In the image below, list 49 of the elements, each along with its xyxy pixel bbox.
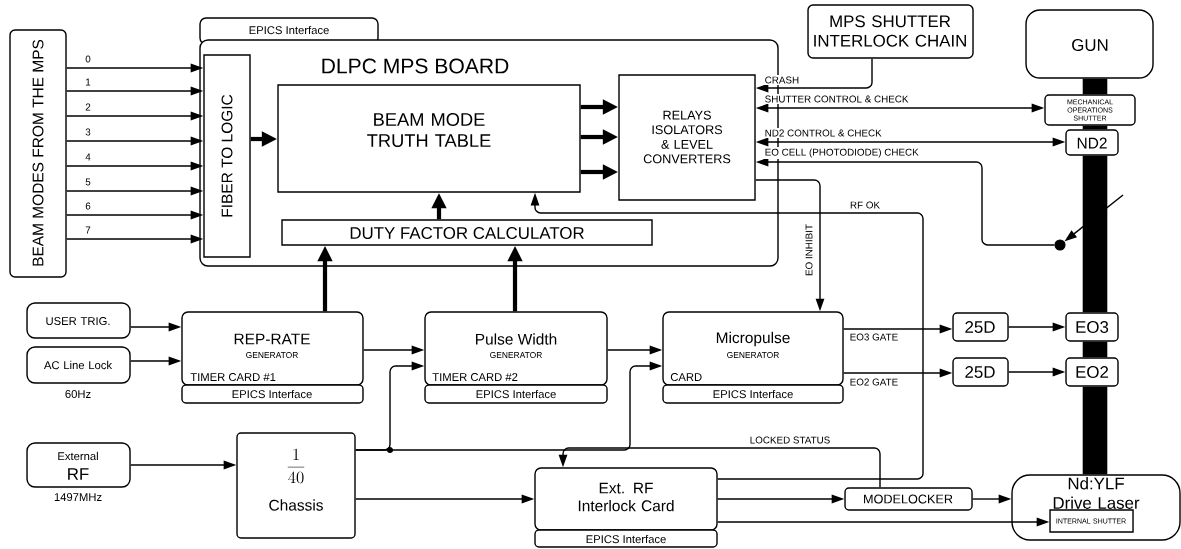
edge-label: ND2 CONTROL & CHECK	[763, 128, 884, 138]
input-box: USER TRIG.	[26, 302, 131, 339]
edge-label: EO3 GATE	[848, 332, 900, 342]
edge-label: 2	[83, 102, 93, 112]
delay-box: 25D	[952, 357, 1009, 387]
edge-label: 7	[83, 225, 93, 235]
interlock-card-box: Ext. RF Interlock Card	[534, 467, 718, 531]
generator-box: Pulse Width GENERATOR TIMER CARD #2	[424, 311, 608, 386]
filter-box: ND2	[1065, 129, 1119, 156]
edge-label: CRASH	[763, 75, 801, 85]
interface-band: EPICS Interface	[424, 384, 608, 404]
laser-beam	[1082, 78, 1108, 95]
gun-box: GUN	[1025, 9, 1154, 79]
edge-label: 6	[83, 201, 93, 211]
edge-label: 5	[83, 177, 93, 187]
node-label: 1497MHz	[54, 493, 102, 501]
calculator-box: DUTY FACTOR CALCULATOR	[281, 219, 653, 246]
interlock-box: MPS SHUTTER INTERLOCK CHAIN	[807, 4, 974, 59]
delay-box: 25D	[952, 312, 1009, 342]
laser-beam	[1082, 341, 1108, 358]
laser-beam	[1082, 125, 1108, 130]
laser-beam	[1082, 155, 1108, 313]
logic-box: FIBER TO LOGIC	[203, 54, 251, 258]
input-box: BEAM MODES FROM THE MPS	[9, 29, 67, 278]
edge-label: LOCKED STATUS	[748, 435, 832, 445]
input-box: AC Line Lock 60Hz	[26, 346, 131, 398]
interface-band: EPICS Interface	[662, 384, 844, 404]
edge-label: 1	[83, 77, 93, 87]
edge-label: 4	[83, 152, 93, 162]
interface-band: EPICS Interface	[181, 384, 364, 404]
converter-box: RELAYS ISOLATORS & LEVEL CONVERTERS	[618, 74, 756, 201]
edge-label: 0	[83, 54, 93, 64]
edge-label: EO INHIBIT	[804, 222, 814, 278]
generator-box: Micropulse GENERATOR CARD	[662, 311, 844, 386]
modelocker-box: MODELOCKER	[844, 487, 973, 511]
cell-box: EO3	[1065, 312, 1119, 342]
arrow	[558, 447, 881, 488]
edge-label: RF OK	[848, 200, 882, 210]
node-label: 60Hz	[65, 390, 91, 398]
edge-label: EO CELL (PHOTODIODE) CHECK	[763, 147, 921, 159]
generator-box: REP-RATE GENERATOR TIMER CARD #1	[181, 311, 364, 386]
laser-beam	[1082, 386, 1108, 475]
interface-band: EPICS Interface	[534, 529, 718, 548]
truth-table-box: BEAM MODE TRUTH TABLE	[277, 84, 581, 193]
cell-box: EO2	[1065, 357, 1119, 387]
edge-label: EO2 GATE	[848, 377, 900, 387]
input-box: External RF 1497MHz	[26, 442, 131, 501]
edge-label: 3	[83, 127, 93, 137]
edge-label: SHUTTER CONTROL & CHECK	[763, 94, 910, 104]
